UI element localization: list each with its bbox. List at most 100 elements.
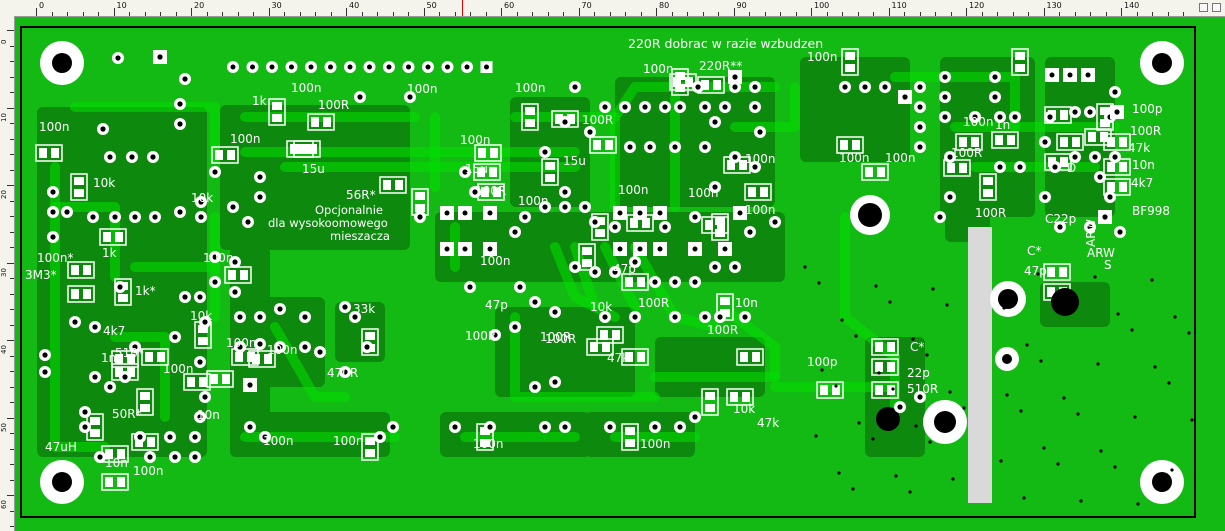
via [1059, 309, 1063, 313]
smd-pad [875, 385, 883, 395]
silkscreen-label: ARW [1087, 246, 1115, 260]
smd-outline [1043, 263, 1071, 281]
through-hole-pad-hole [245, 219, 251, 225]
square-pad-hole [487, 210, 493, 216]
through-hole-pad-hole [352, 314, 358, 320]
smd-pad [730, 392, 738, 402]
smd-pad [71, 265, 79, 275]
silkscreen-label: 100n [480, 254, 511, 268]
large-pad-hole [876, 407, 900, 431]
ruler-tick [10, 92, 14, 93]
header-pad-hole [406, 64, 411, 70]
smd-outline [136, 388, 154, 416]
copper-trace [50, 202, 120, 282]
via [854, 334, 858, 338]
through-hole-pad-hole [712, 119, 718, 125]
via [945, 303, 949, 307]
through-hole-pad-hole [562, 424, 568, 430]
ruler-tick [423, 8, 425, 16]
through-hole-pad-hole [647, 144, 653, 150]
ruler-top-label: 60 [504, 1, 515, 10]
smd-outline [943, 159, 971, 177]
silkscreen-label: 1k* [135, 284, 156, 298]
smd-pad [887, 342, 895, 352]
smd-pad [959, 137, 967, 147]
ruler-tick [795, 12, 797, 16]
smd-pad [739, 160, 747, 170]
ruler-tick [935, 12, 936, 16]
through-hole-pad-hole [937, 214, 943, 220]
silkscreen-label: 100R [975, 206, 1006, 220]
through-hole-pad-hole [1112, 89, 1118, 95]
through-hole-pad-hole [677, 424, 683, 430]
ruler-tick [10, 231, 14, 233]
through-hole-pad-hole [257, 314, 263, 320]
via [891, 387, 895, 391]
smd-outline [211, 146, 239, 164]
through-hole-pad-hole [452, 424, 458, 430]
through-hole-pad-hole [202, 394, 208, 400]
ruler-handle-icon[interactable] [1199, 3, 1208, 12]
square-pad-hole [487, 246, 493, 252]
smd-pad [118, 294, 128, 302]
through-hole-pad-hole [692, 279, 698, 285]
ruler-tick [113, 8, 115, 16]
smd-pad [602, 342, 610, 352]
smd-outline [541, 158, 559, 186]
smd-pad [971, 137, 979, 147]
smd-pad [1047, 287, 1055, 297]
through-hole-pad-hole [672, 314, 678, 320]
smd-pad [625, 427, 635, 435]
via [1079, 499, 1083, 503]
ruler-tick [10, 278, 14, 279]
through-hole-pad-hole [572, 264, 578, 270]
silkscreen-label: 100n [640, 437, 671, 451]
ruler-tick [7, 30, 14, 31]
via [874, 284, 878, 288]
silkscreen-label: 1n [995, 118, 1010, 132]
ruler-tick [1059, 12, 1060, 16]
silkscreen-label: 100n [885, 151, 916, 165]
smd-pad [675, 72, 685, 80]
large-pad-hole [858, 203, 882, 227]
smd-pad [210, 374, 218, 384]
through-hole-pad-hole [692, 414, 698, 420]
smd-outline [871, 338, 899, 356]
header-pad-hole [1067, 72, 1073, 78]
smd-outline [744, 183, 772, 201]
through-hole-pad-hole [107, 384, 113, 390]
through-hole-pad-hole [882, 84, 888, 90]
through-hole-pad-hole [117, 284, 123, 290]
smd-pad [875, 362, 883, 372]
ruler-tick [780, 12, 781, 16]
via [1167, 381, 1171, 385]
through-hole-pad-hole [677, 104, 683, 110]
through-hole-pad-hole [247, 424, 253, 430]
ruler-top-label: 100 [814, 1, 830, 10]
through-hole-pad-hole [752, 164, 758, 170]
smd-pad [1100, 107, 1110, 115]
ruler-tick [873, 12, 874, 16]
through-hole-pad-hole [232, 259, 238, 265]
through-hole-pad-hole [662, 224, 668, 230]
through-hole-pad-hole [722, 104, 728, 110]
ruler-handle-icon[interactable] [1212, 3, 1221, 12]
via [931, 287, 935, 291]
through-hole-pad-hole [562, 119, 568, 125]
ruler-tick [284, 12, 285, 16]
ruler-tick [10, 433, 14, 434]
silkscreen-label: 470R [327, 366, 358, 380]
silkscreen-label: 47k [1128, 141, 1150, 155]
smd-pad [1107, 162, 1115, 172]
ruler-top-label: 40 [349, 1, 360, 10]
ruler-tick [191, 8, 192, 16]
through-hole-pad-hole [1047, 114, 1053, 120]
through-hole-pad-hole [587, 129, 593, 135]
ruler-tick [7, 417, 14, 419]
silkscreen-label: 22p [907, 366, 930, 380]
ruler-tick [36, 8, 37, 16]
smd-outline [114, 278, 132, 306]
